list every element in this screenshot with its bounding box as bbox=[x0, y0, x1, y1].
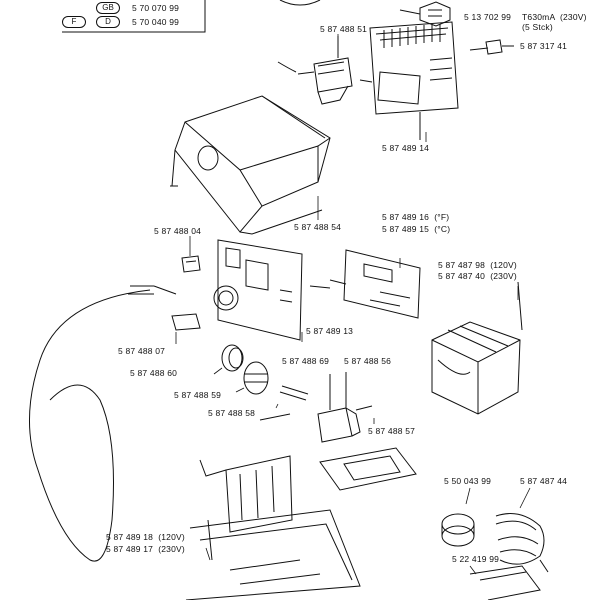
gasket-plate-icon bbox=[320, 448, 416, 490]
label-fuse-spec: T630mA (230V) (5 Stck) bbox=[522, 12, 587, 32]
switch-icon bbox=[182, 256, 200, 272]
header-frame bbox=[62, 0, 205, 32]
knob-cap-icon bbox=[222, 345, 243, 371]
front-panel-icon bbox=[214, 240, 302, 340]
base-plate-icon bbox=[186, 460, 360, 600]
label-transformer-120: 5 87 487 98 (120V) bbox=[438, 260, 517, 270]
shield-plate-icon bbox=[226, 456, 292, 532]
window-icon bbox=[172, 314, 200, 330]
region-part-gb: 5 70 070 99 bbox=[132, 3, 180, 13]
label-front-panel: 5 87 489 13 bbox=[306, 326, 354, 336]
display-board-icon bbox=[310, 250, 420, 318]
label-valve: 5 87 488 51 bbox=[320, 24, 368, 34]
soldering-iron-cable-icon bbox=[29, 286, 176, 561]
leader-lines bbox=[176, 34, 530, 574]
housing-cover-icon bbox=[170, 96, 330, 234]
label-base-120: 5 87 489 18 (120V) bbox=[106, 532, 185, 542]
label-socket: 5 87 488 57 bbox=[368, 426, 416, 436]
region-part-d: 5 70 040 99 bbox=[132, 17, 180, 27]
label-window: 5 87 488 07 bbox=[118, 346, 166, 356]
tip-cleaner-icon bbox=[442, 514, 474, 546]
label-knob-part-69: 5 87 488 69 bbox=[282, 356, 330, 366]
label-knob-cap: 5 87 488 60 bbox=[130, 368, 178, 378]
label-base-230: 5 87 489 17 (230V) bbox=[106, 544, 185, 554]
top-arc bbox=[280, 0, 320, 5]
label-power-board: 5 87 489 14 bbox=[382, 143, 430, 153]
label-transformer-230: 5 87 487 40 (230V) bbox=[438, 271, 517, 281]
label-display-board-f: 5 87 489 16 (°F) bbox=[382, 212, 450, 222]
shaft-icon bbox=[260, 386, 308, 420]
label-sponge: 5 22 419 99 bbox=[452, 554, 500, 564]
transformer-icon bbox=[432, 282, 522, 414]
region-code-gb: GB bbox=[96, 2, 120, 14]
label-holder-spring: 5 87 487 44 bbox=[520, 476, 568, 486]
region-code-f: F bbox=[62, 16, 86, 28]
label-housing-cover: 5 87 488 54 bbox=[294, 222, 342, 232]
label-knob: 5 87 488 59 bbox=[174, 390, 222, 400]
label-fuse-holder: 5 87 317 41 bbox=[520, 41, 568, 51]
label-tip-cleaner: 5 50 043 99 bbox=[444, 476, 492, 486]
holder-spring-icon bbox=[496, 514, 548, 572]
valve-icon bbox=[278, 36, 352, 104]
region-code-d: D bbox=[96, 16, 120, 28]
label-fuse: 5 13 702 99 bbox=[464, 12, 512, 22]
socket-block-icon bbox=[318, 372, 372, 442]
knob-icon bbox=[244, 362, 268, 394]
power-board-icon bbox=[360, 22, 488, 140]
label-shaft: 5 87 488 58 bbox=[208, 408, 256, 418]
fuse-holder-icon bbox=[486, 40, 514, 54]
sponge-icon bbox=[470, 566, 540, 600]
label-display-board-c: 5 87 489 15 (°C) bbox=[382, 224, 451, 234]
label-switch: 5 87 488 04 bbox=[154, 226, 202, 236]
fuse-clip-icon bbox=[400, 2, 450, 26]
label-knob-part-56: 5 87 488 56 bbox=[344, 356, 392, 366]
